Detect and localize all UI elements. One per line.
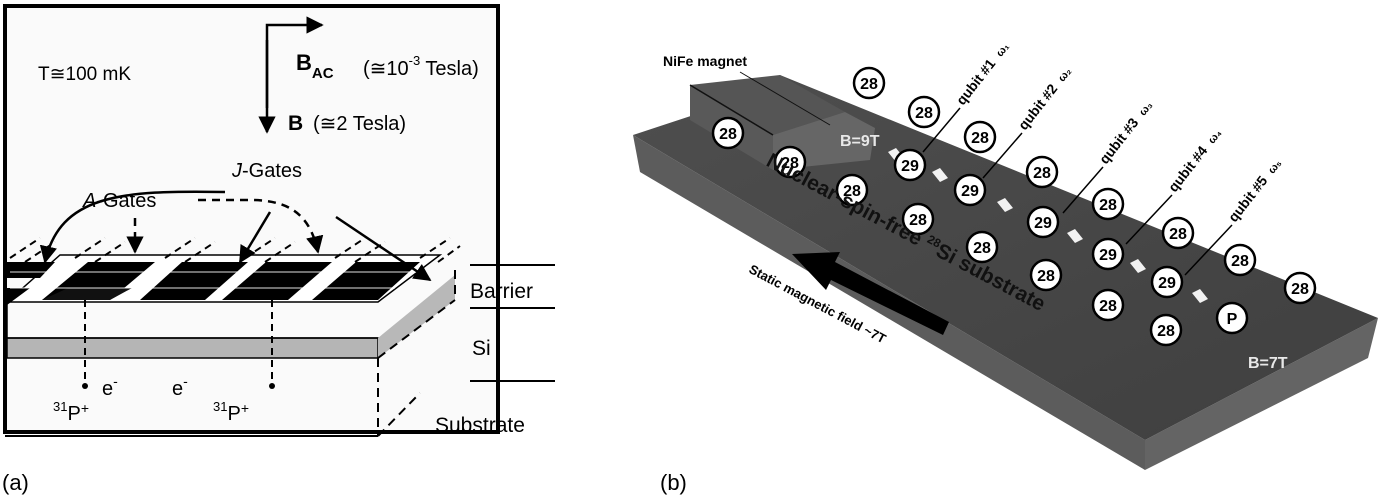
si-28-atom: 28: [965, 230, 999, 264]
atom-label: 29: [901, 158, 919, 175]
atom-label: 29: [1034, 215, 1052, 232]
si-29-atom: 29: [1150, 265, 1184, 299]
si-layer-side: [378, 275, 455, 358]
slab-side-face: [1145, 318, 1378, 470]
qubit-leader: [1062, 166, 1104, 214]
b-field-label: B: [288, 112, 303, 135]
chain-link: [1130, 259, 1146, 273]
layer-label-substrate: Substrate: [435, 414, 525, 437]
si-28-atom: 28: [773, 145, 807, 179]
si-28-atom: 28: [901, 202, 935, 236]
qubit-leader: [982, 132, 1023, 179]
slab-top-face: [633, 75, 1378, 440]
atom-label: 28: [973, 240, 991, 257]
panel-a-frame: [3, 4, 500, 434]
j-gates-arrow-left: [39, 190, 226, 264]
si-layer: [6, 337, 379, 359]
j-gates-arrow-right: [335, 215, 432, 282]
atom-label: P: [1227, 311, 1238, 328]
atom-label: 29: [1158, 275, 1176, 292]
si-28-atom: 28: [1149, 313, 1183, 347]
donor-dot: [82, 383, 88, 389]
si-29-atom: 29: [1026, 205, 1060, 239]
temperature-label: T≅100 mK: [38, 64, 131, 85]
atom-label: 28: [843, 183, 861, 200]
si-29-atom: 29: [893, 148, 927, 182]
si-28-atom: 28: [1091, 288, 1125, 322]
chain-link: [1067, 229, 1083, 243]
atom-label: 28: [781, 155, 799, 172]
atom-label: 29: [961, 183, 979, 200]
phosphorus-atom: P: [1215, 301, 1249, 335]
si-28-atom: 28: [1161, 216, 1195, 250]
atom-label: 28: [909, 212, 927, 229]
qubit-leader: [1184, 224, 1233, 276]
bac-label: BAC: [296, 50, 334, 82]
si-28-atom: 28: [835, 173, 869, 207]
qubit-label: qubit #3ω₃: [1096, 97, 1155, 167]
si-29-atom: 29: [1091, 237, 1125, 271]
j-gates-arrow-middle: [238, 211, 272, 264]
chain-link: [997, 198, 1013, 212]
atom-label: 28: [1099, 298, 1117, 315]
si-28-atom: 28: [1091, 187, 1125, 221]
si-28-atom: 28: [963, 120, 997, 154]
qubit-label: qubit #2ω₂: [1015, 63, 1074, 133]
qubit-label: qubit #5ω₅: [1225, 155, 1284, 225]
b-field-value: (≅2 Tesla): [313, 113, 406, 135]
si-28-atom: 28: [711, 116, 745, 150]
static-field-arrow: [792, 252, 949, 335]
qubit-label: qubit #1ω₁: [953, 38, 1012, 108]
atom-lattice: 28 28 28 28 28 28 28 28 28 28 28 28 28 28 28 28 29 29 29 29…: [711, 66, 1317, 347]
donor-label-2: 31P+: [213, 399, 249, 425]
atom-label: 29: [1099, 247, 1117, 264]
donor-label-1: 31P+: [53, 399, 89, 425]
electron-label-1: e-: [102, 373, 118, 400]
si-28-atom: 28: [852, 66, 886, 100]
qubit-label: qubit #4ω₄: [1165, 125, 1225, 195]
atom-label: 28: [971, 130, 989, 147]
layer-label-si: Si: [472, 337, 491, 360]
atom-label: 28: [1231, 253, 1249, 270]
atom-label: 28: [860, 76, 878, 93]
panel-label-a: (a): [2, 470, 29, 495]
chain-link: [932, 168, 948, 182]
bac-value: (≅10-3 Tesla): [363, 53, 479, 80]
atom-label: 28: [915, 105, 933, 122]
layer-label-barrier: Barrier: [470, 280, 533, 303]
chain-link: [1192, 289, 1208, 303]
atom-label: 28: [1291, 281, 1309, 298]
si-28-atom: 28: [907, 95, 941, 129]
qubit-leaders: [922, 107, 1233, 276]
field-high-label: B=9T: [840, 133, 880, 150]
gate-array: [7, 262, 420, 305]
atom-label: 28: [1099, 197, 1117, 214]
atom-label: 28: [1169, 226, 1187, 243]
si-28-atom: 28: [1029, 258, 1063, 292]
qubit-leader: [922, 107, 961, 153]
j-gates-label: J-Gates: [231, 160, 302, 182]
atom-label: 28: [1033, 165, 1051, 182]
a-gates-arrow-right: [198, 198, 324, 254]
panel-a: T≅100 mK BAC (≅10-3 Tesla) B (≅2 Tesla) …: [2, 4, 555, 495]
a-gates-label: A-Gates: [82, 190, 156, 212]
panel-label-b: (b): [660, 470, 687, 495]
si-28-atom: 28: [1025, 155, 1059, 189]
atom-label: 28: [1157, 323, 1175, 340]
electron-label-2: e-: [172, 373, 188, 400]
si-28-atom: 28: [1283, 271, 1317, 305]
atom-label: 28: [1037, 268, 1055, 285]
gate: [7, 262, 55, 305]
atom-label: 28: [719, 126, 737, 143]
magnet-top: [690, 75, 845, 135]
substrate-depth-edge: [377, 392, 421, 437]
qubit-leader: [1125, 194, 1173, 245]
donor-dot: [269, 383, 275, 389]
field-low-label: B=7T: [1248, 355, 1288, 372]
si-29-atom: 29: [953, 173, 987, 207]
magnet-label: NiFe magnet: [663, 53, 747, 69]
si-28-atom: 28: [1223, 243, 1257, 277]
